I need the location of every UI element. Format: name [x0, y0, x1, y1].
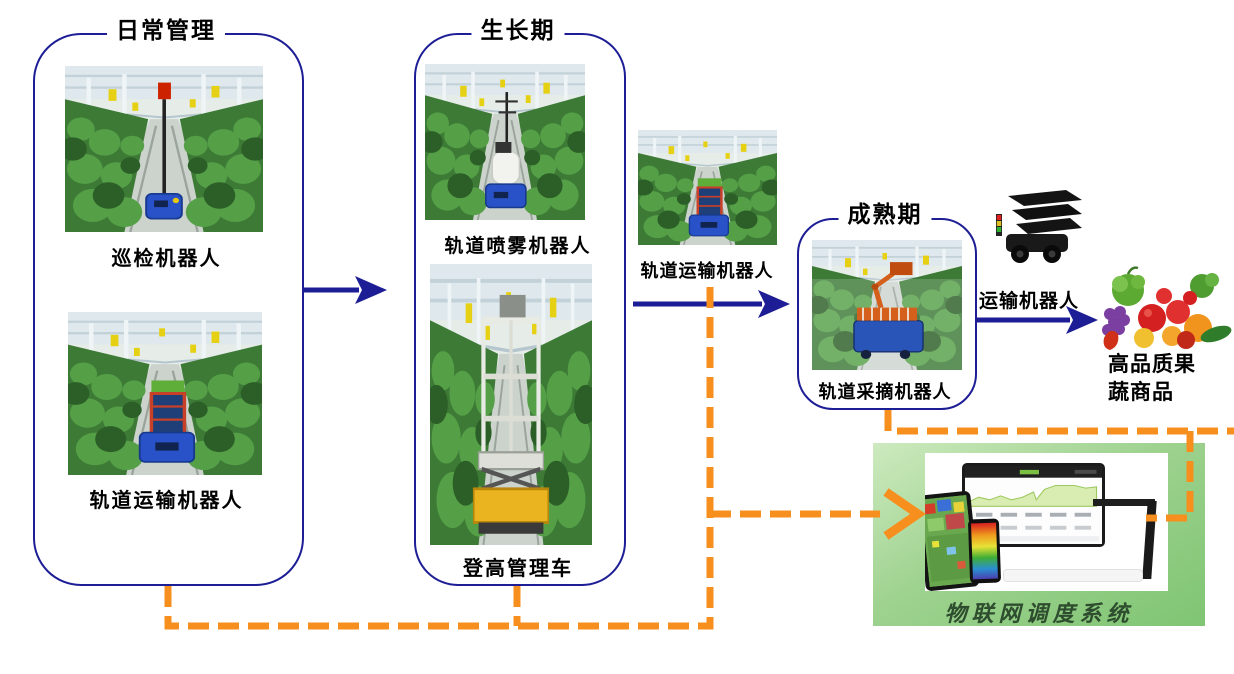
product-label-line1: 高品质果 [1108, 352, 1196, 376]
edge-display [1142, 501, 1157, 579]
product-label-line2: 蔬商品 [1108, 380, 1174, 404]
rail-picking-robot-label: 轨道采摘机器人 [818, 382, 952, 403]
elevated-management-vehicle-photo [430, 264, 592, 545]
rail-spray-robot-photo [425, 64, 585, 220]
flow-arrowhead-1 [355, 276, 387, 304]
rail-transport-robot-photo [68, 312, 262, 475]
transport-robot-label: 运输机器人 [978, 290, 1079, 312]
mid-rail-transport-robot-label: 轨道运输机器人 [640, 261, 774, 282]
inspection-robot-label: 巡检机器人 [111, 246, 222, 270]
stage-title-growth-period: 生长期 [471, 11, 565, 45]
field-map-tablet [925, 490, 980, 591]
dashed-link-mature-right [884, 410, 1234, 435]
transport-robot-image [986, 188, 1092, 270]
mid-rail-transport-robot-photo [638, 130, 777, 245]
product-label: 高品质果 蔬商品 [1108, 350, 1228, 406]
monitor-arm [1093, 499, 1155, 506]
flow-arrowhead-2 [758, 290, 790, 318]
rainbow-phone [967, 518, 1002, 584]
inspection-robot-photo [65, 66, 263, 232]
produce-image [1094, 262, 1232, 356]
keyboard-base [1003, 569, 1143, 582]
elevated-management-vehicle-label: 登高管理车 [463, 556, 573, 580]
iot-system-label: 物联网调度系统 [944, 601, 1134, 627]
stage-title-daily-management: 日常管理 [107, 11, 225, 45]
iot-devices-image [925, 453, 1168, 591]
rainbow-phone-screen [971, 522, 998, 580]
rail-transport-robot-label: 轨道运输机器人 [89, 488, 244, 512]
stage-title-mature-period: 成熟期 [838, 195, 932, 229]
rail-picking-robot-photo [812, 240, 962, 370]
rail-spray-robot-label: 轨道喷雾机器人 [444, 235, 592, 257]
iot-panel [873, 443, 1205, 626]
